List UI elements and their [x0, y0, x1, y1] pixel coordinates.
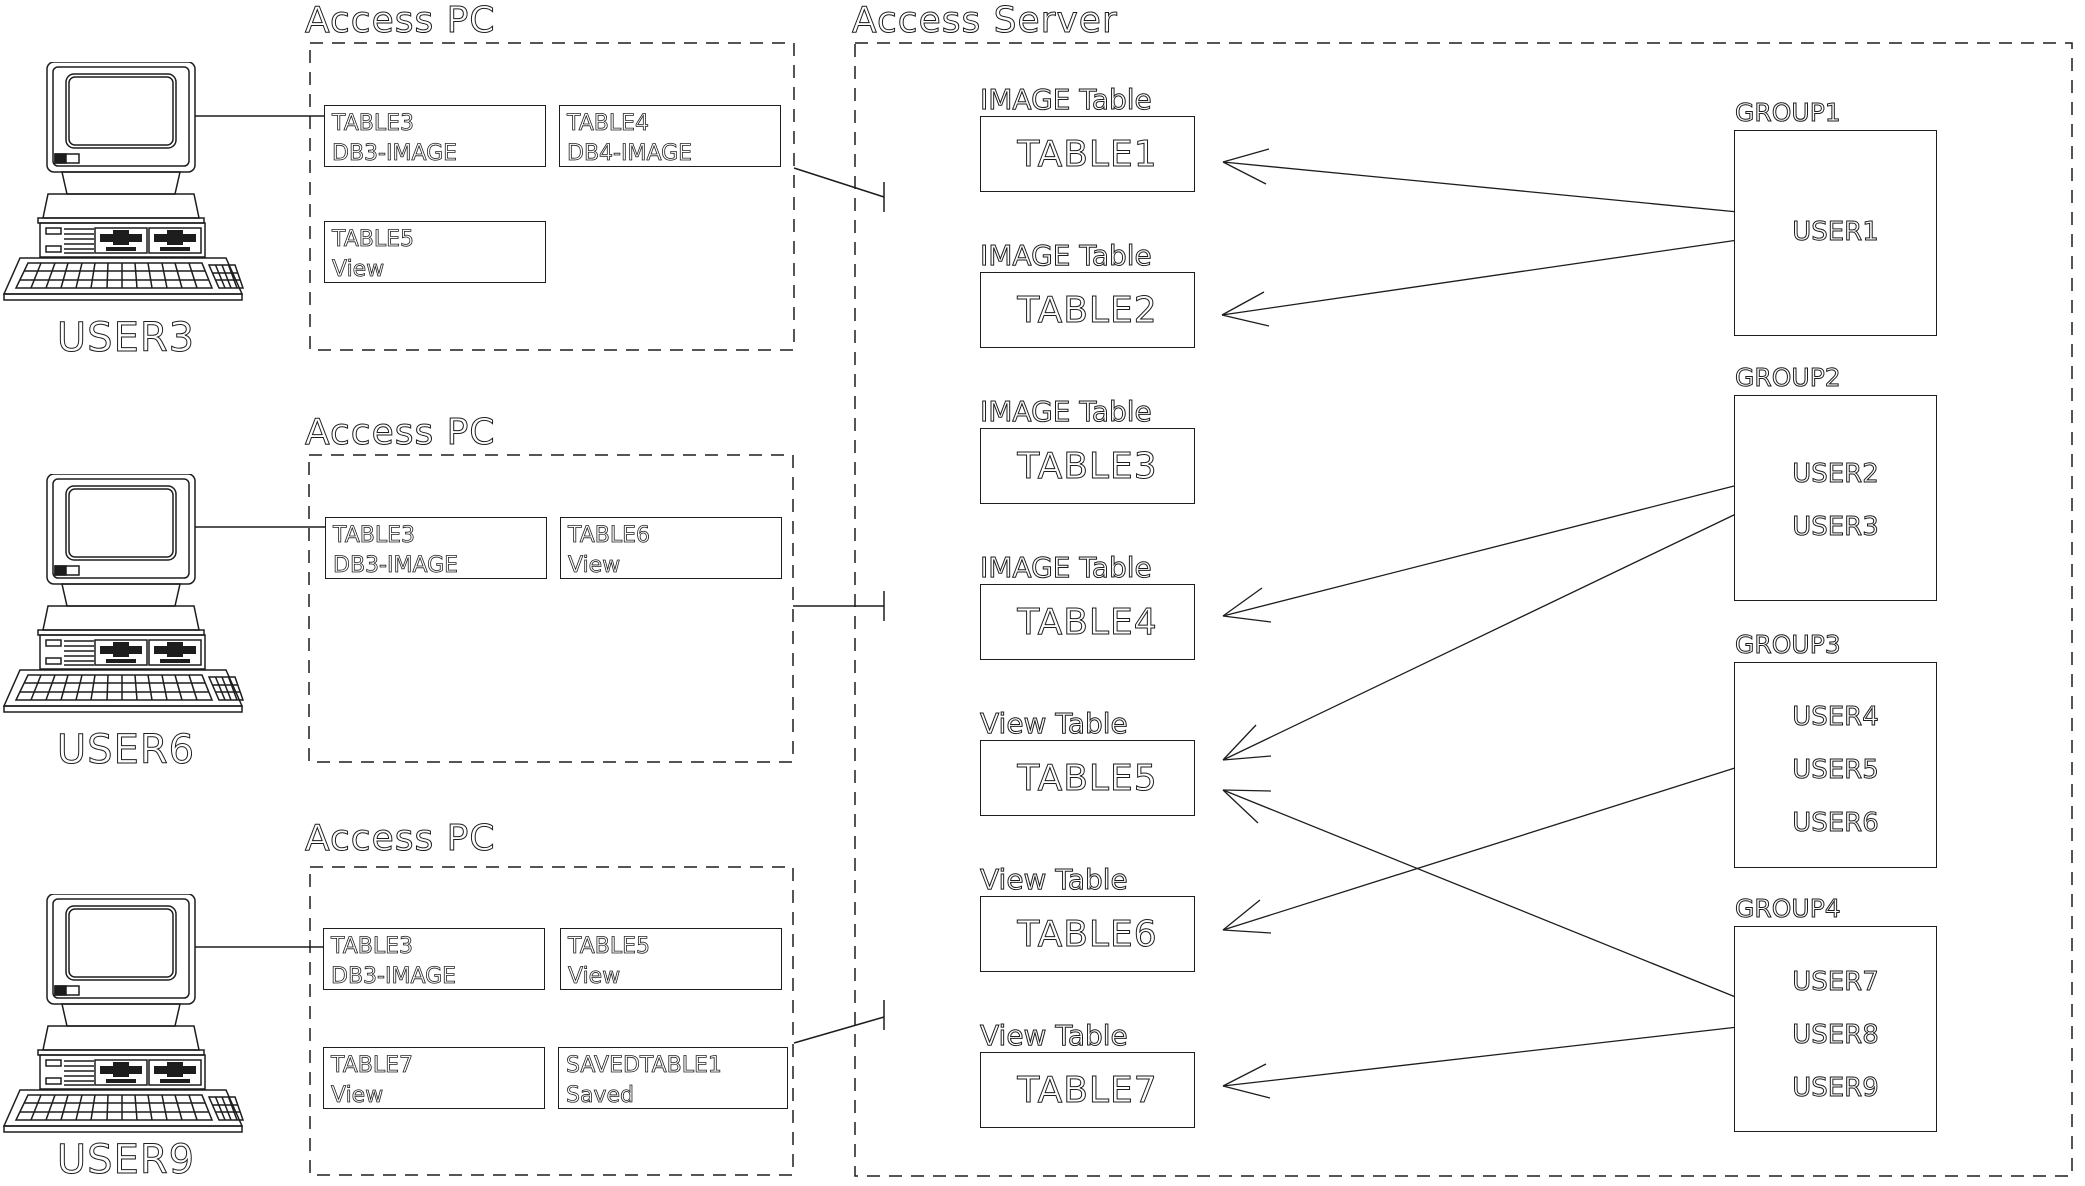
access-server-title: Access Server	[852, 0, 1118, 41]
user-label-user6: USER6	[56, 727, 196, 773]
access-pc-title-1: Access PC	[305, 0, 496, 41]
table-name: TABLE4	[1017, 601, 1158, 643]
arrow-group3-to-table6	[1222, 766, 1739, 934]
group2-box: USER2 USER3	[1734, 395, 1937, 601]
server-table7: TABLE7	[980, 1052, 1195, 1128]
server-table1: TABLE1	[980, 116, 1195, 192]
table-type: DB3-IMAGE	[331, 964, 457, 990]
group1-label: GROUP1	[1735, 98, 1842, 128]
table-name: TABLE2	[1017, 289, 1158, 331]
table-type: DB3-IMAGE	[332, 141, 458, 167]
group-user: USER1	[1792, 217, 1880, 248]
pc3-table-table5: TABLE5 View	[560, 928, 782, 990]
table-name: TABLE7	[1017, 1069, 1158, 1111]
server-table5: TABLE5	[980, 740, 1195, 816]
table-name: TABLE5	[1017, 757, 1158, 799]
server-table1-category: IMAGE Table	[980, 83, 1153, 116]
group-user: USER3	[1792, 512, 1880, 543]
group-user: USER6	[1792, 808, 1880, 839]
arrow-group2-to-table4	[1222, 484, 1739, 623]
user-label-user9: USER9	[56, 1137, 196, 1183]
table-type: DB4-IMAGE	[567, 141, 693, 167]
server-table7-category: View Table	[980, 1019, 1129, 1052]
arrow-group1-to-table1	[1222, 148, 1739, 213]
access-pc-title-3: Access PC	[305, 818, 496, 859]
pc3-table-table7: TABLE7 View	[323, 1047, 545, 1109]
table-type: Saved	[566, 1083, 635, 1109]
arrow-group1-to-table2	[1221, 239, 1739, 327]
server-table6: TABLE6	[980, 896, 1195, 972]
group-user: USER5	[1792, 755, 1880, 786]
group-user: USER9	[1792, 1073, 1880, 1104]
table-type: View	[331, 1083, 384, 1109]
server-table6-category: View Table	[980, 863, 1129, 896]
table-name: TABLE5	[332, 227, 415, 253]
access-pc-box-3	[309, 866, 794, 1176]
pc2-table-table6: TABLE6 View	[560, 517, 782, 579]
table-name: TABLE3	[1017, 445, 1158, 487]
server-table4: TABLE4	[980, 584, 1195, 660]
group-user: USER4	[1792, 702, 1880, 733]
server-table3-category: IMAGE Table	[980, 395, 1153, 428]
pc1-table-table4: TABLE4 DB4-IMAGE	[559, 105, 781, 167]
table-type: View	[568, 553, 621, 579]
table-name: TABLE3	[333, 523, 416, 549]
arrow-group4-to-table5	[1222, 789, 1739, 999]
arrow-group2-to-table5	[1222, 512, 1739, 761]
access-pc-box-1	[309, 42, 795, 351]
group-user: USER2	[1792, 459, 1880, 490]
arrow-group4-to-table7	[1222, 1026, 1739, 1099]
table-name: TABLE3	[332, 111, 415, 137]
table-name: TABLE4	[567, 111, 650, 137]
server-table3: TABLE3	[980, 428, 1195, 504]
table-type: View	[332, 257, 385, 283]
pc2-server-connector	[793, 591, 885, 621]
access-pc-box-2	[308, 454, 794, 763]
group4-label: GROUP4	[1735, 894, 1842, 924]
table-type: View	[568, 964, 621, 990]
server-table4-category: IMAGE Table	[980, 551, 1153, 584]
group4-box: USER7 USER8 USER9	[1734, 926, 1937, 1132]
pc3-table-savedtable1: SAVEDTABLE1 Saved	[558, 1047, 788, 1109]
pc2-table-table3: TABLE3 DB3-IMAGE	[325, 517, 547, 579]
access-server-box	[854, 42, 2073, 1177]
table-name: TABLE3	[331, 934, 414, 960]
pc1-table-table5: TABLE5 View	[324, 221, 546, 283]
computer-icon	[3, 894, 244, 1133]
pc1-table-table3: TABLE3 DB3-IMAGE	[324, 105, 546, 167]
table-name: TABLE6	[1017, 913, 1158, 955]
pc3-table-table3: TABLE3 DB3-IMAGE	[323, 928, 545, 990]
computer-icon	[3, 62, 244, 301]
group1-box: USER1	[1734, 130, 1937, 336]
table-name: SAVEDTABLE1	[566, 1053, 723, 1079]
computer-icon	[3, 474, 244, 713]
group-user: USER7	[1792, 967, 1880, 998]
server-table2: TABLE2	[980, 272, 1195, 348]
group2-label: GROUP2	[1735, 363, 1842, 393]
pc1-server-connector	[793, 167, 885, 212]
table-name: TABLE7	[331, 1053, 414, 1079]
pc3-server-connector	[793, 1000, 885, 1044]
user-label-user3: USER3	[56, 315, 196, 361]
table-name: TABLE1	[1017, 133, 1158, 175]
table-name: TABLE6	[568, 523, 651, 549]
table-name: TABLE5	[568, 934, 651, 960]
group3-label: GROUP3	[1735, 630, 1842, 660]
server-table2-category: IMAGE Table	[980, 239, 1153, 272]
server-table5-category: View Table	[980, 707, 1129, 740]
access-pc-title-2: Access PC	[305, 412, 496, 453]
group-user: USER8	[1792, 1020, 1880, 1051]
table-type: DB3-IMAGE	[333, 553, 459, 579]
group3-box: USER4 USER5 USER6	[1734, 662, 1937, 868]
